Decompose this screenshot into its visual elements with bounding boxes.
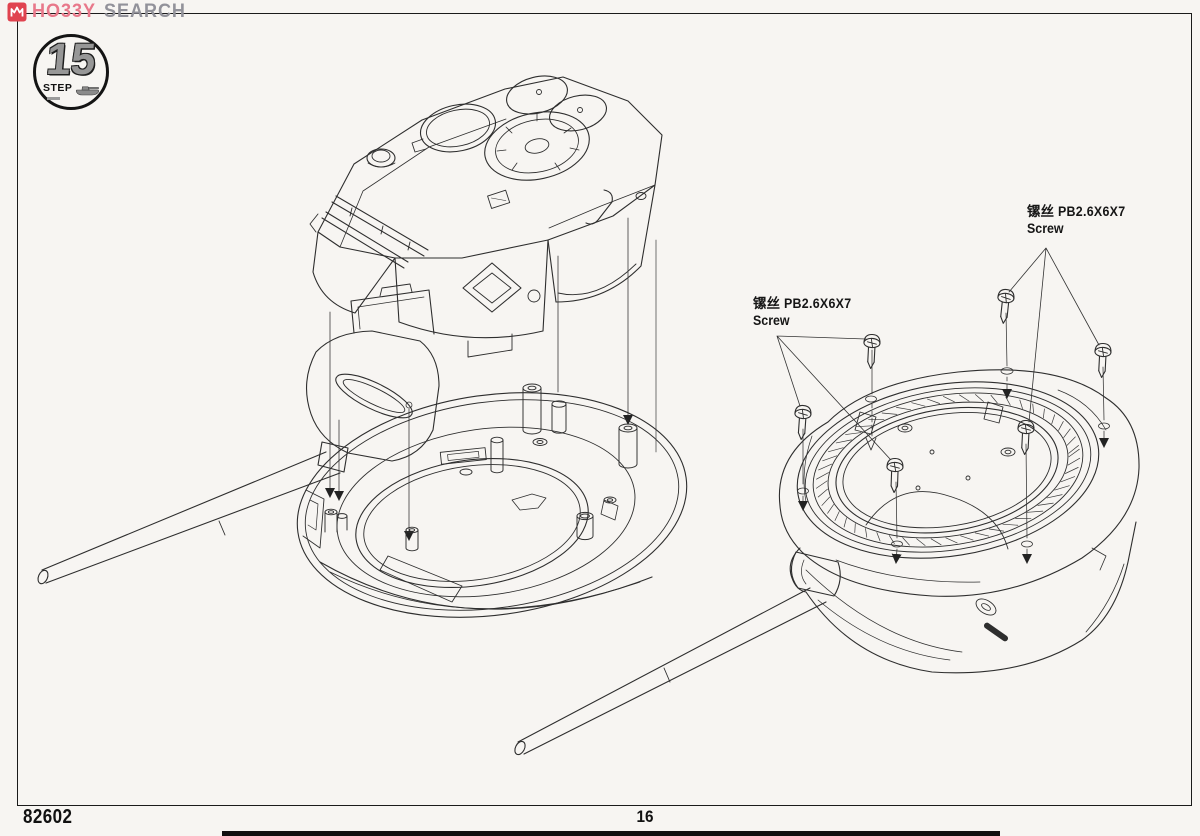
screw-annotation-right: 镙丝 PB2.6X6X7 Screw	[1027, 204, 1131, 238]
screw-annotation-left-spec: PB2.6X6X7	[783, 296, 852, 311]
sheet-border-frame	[17, 13, 1192, 806]
screw-icon	[792, 404, 813, 441]
gun-mantlet-and-barrel-assembled	[514, 551, 841, 756]
step-label: STEP	[43, 82, 73, 94]
screw-annotation-left-cn: 镙丝	[753, 296, 780, 311]
watermark-text-search: SEARCH	[104, 1, 187, 22]
turret-bottom-shell	[778, 369, 1140, 674]
screw-icon	[1093, 342, 1112, 379]
step-number: 15	[44, 35, 98, 84]
hobby-search-logo-icon	[7, 2, 27, 22]
badge-dash	[47, 97, 60, 100]
screw-icon	[885, 457, 904, 494]
turret-shell-and-ring-exploded-view	[37, 75, 688, 618]
turret-interior-details	[854, 401, 1016, 550]
turret-ring-screw-installation-view	[514, 247, 1140, 756]
screw-annotation-right-en: Screw	[1027, 220, 1064, 236]
step-badge: 15 STEP	[33, 34, 109, 110]
screw-icon	[994, 288, 1016, 325]
gun-mantlet-and-barrel	[37, 283, 440, 585]
page-number: 16	[636, 807, 654, 826]
watermark-text-hobby: HO33Y	[32, 1, 96, 22]
screw-icon	[1016, 419, 1035, 456]
turret-ring-race	[796, 381, 1100, 559]
hobby-search-watermark: HO33Y SEARCH	[7, 0, 191, 24]
turret-upper-shell	[309, 75, 663, 358]
bottom-scan-bar	[222, 831, 1000, 836]
annotation-leader-lines	[776, 247, 1100, 460]
screw-annotation-right-cn: 镙丝	[1027, 204, 1054, 219]
turret-ring-base	[296, 383, 688, 618]
assembly-projection-arrows	[325, 217, 657, 541]
kit-number: 82602	[23, 806, 73, 828]
screw-annotation-right-spec: PB2.6X6X7	[1057, 204, 1126, 219]
screw-insertion-guides	[797, 312, 1110, 564]
screw-annotation-left: 镙丝 PB2.6X6X7 Screw	[753, 296, 857, 330]
tank-icon	[75, 86, 100, 96]
screw-annotation-left-en: Screw	[753, 312, 790, 328]
